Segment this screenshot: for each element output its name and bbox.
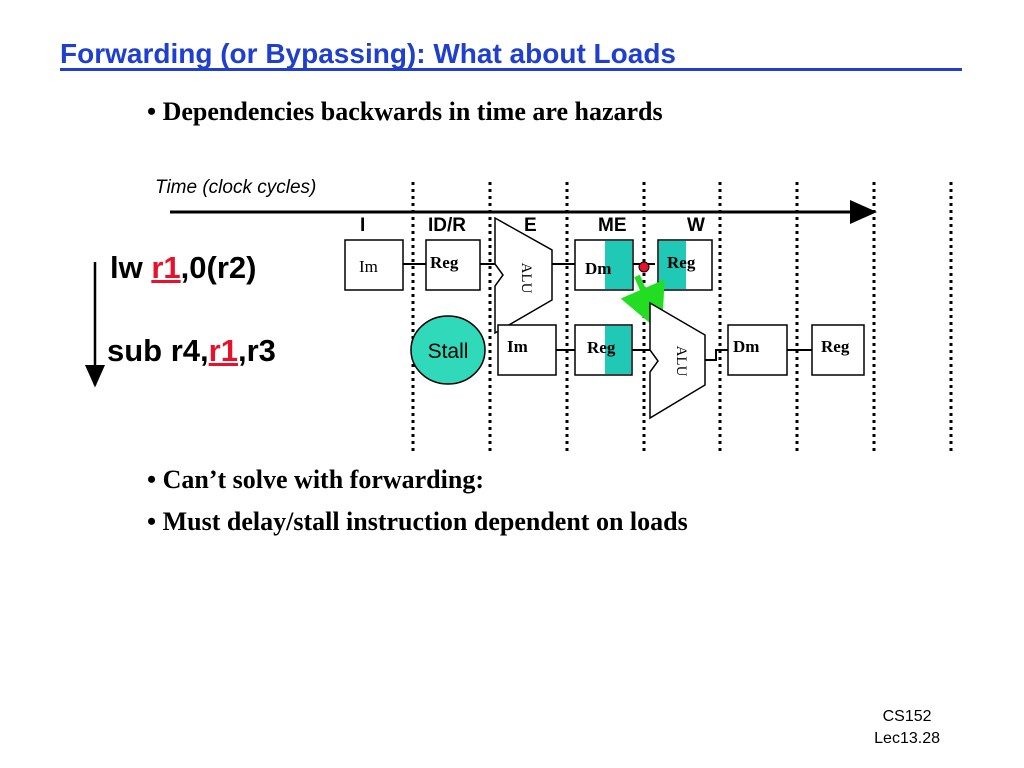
lw-imem-block [344,239,404,291]
lw-alu-label: ALU [518,263,534,294]
stage-wb-line1: W [687,215,705,236]
stage-id-line1: ID/R [428,215,466,236]
sub-dmem-label: Dm [733,337,759,356]
forward-source-dot [638,261,650,273]
footer: CS152 Lec13.28 [874,706,940,750]
lw-reg-read-label: Reg [430,253,459,272]
sub-reg-write-block [811,324,865,376]
instruction-lw: lw r1,0(r2) [110,250,256,286]
sub-reg-write-label: Reg [821,337,850,356]
lw-alu-block [494,216,553,335]
instruction-lw-post: ,0(r2) [180,250,257,285]
stage-if-line1: I [360,215,365,236]
sub-reg-read-label: Reg [587,338,616,357]
sub-imem-block [497,324,557,376]
instruction-lw-reg: r1 [151,250,181,285]
sub-alu-label: ALU [673,346,689,377]
stage-mem-line1: ME [598,215,627,236]
lw-reg-write-label: Reg [667,253,696,272]
footer-course: CS152 [882,708,932,725]
bullet-must-stall: • Must delay/stall instruction dependent… [147,507,688,536]
footer-lecture: Lec13.28 [874,730,940,747]
bullet-cant-forward: • Can’t solve with forwarding: [147,465,484,494]
lw-dmem-label: Dm [585,259,611,278]
instruction-sub: sub r4,r1,r3 [107,333,276,369]
instruction-sub-reg: r1 [208,333,238,368]
clock-cycle-lines [411,182,953,455]
instruction-lw-pre: lw [110,250,152,285]
title-underline [60,68,962,71]
sub-reg-read-highlight [605,326,631,374]
instruction-sub-post: ,r3 [237,333,276,368]
stage-ex-line1: E [524,215,537,236]
stall-bubble [410,315,486,385]
stall-label: Stall [428,340,469,363]
instruction-sub-pre: sub r4, [107,333,209,368]
pipeline-row-sub: Stall Im Reg ALU Dm Reg [410,301,865,420]
time-axis-label: Time (clock cycles) [155,177,317,198]
sub-dmem-block [727,324,788,376]
slide-title: Forwarding (or Bypassing): What about Lo… [60,38,676,69]
lw-reg-read-block [425,239,481,291]
lw-imem-label: Im [359,257,378,276]
sub-alu-block [649,301,706,420]
bullet-dependencies: • Dependencies backwards in time are haz… [147,97,663,126]
sub-imem-label: Im [507,337,528,356]
